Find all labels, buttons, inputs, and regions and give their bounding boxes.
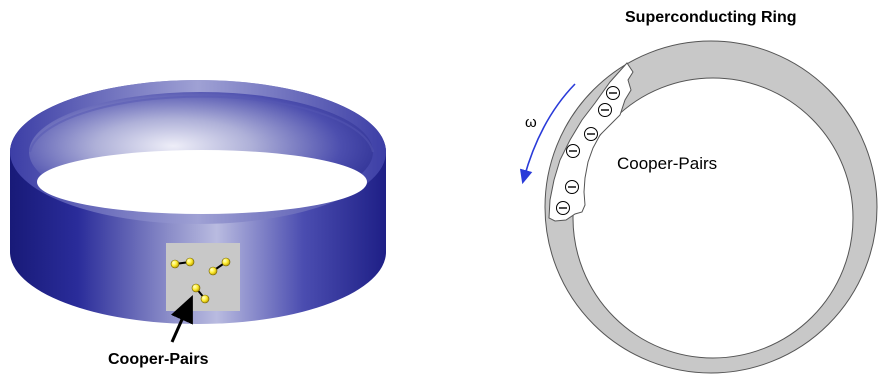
electron-2: [599, 104, 612, 117]
electron-1: [607, 87, 620, 100]
right-title: Superconducting Ring: [625, 9, 797, 26]
electron-3: [585, 128, 598, 141]
electron-6: [557, 202, 570, 215]
electron-5: [566, 181, 579, 194]
electron-4: [567, 145, 580, 158]
omega-label: ω: [525, 114, 537, 131]
right-cooper-pairs-label: Cooper-Pairs: [617, 154, 717, 173]
ring-2d: Superconducting Ring: [524, 9, 877, 373]
ring-3d: Cooper-Pairs: [10, 80, 386, 368]
ring-interior-opening: [37, 150, 367, 214]
left-cooper-pairs-label: Cooper-Pairs: [108, 351, 209, 368]
